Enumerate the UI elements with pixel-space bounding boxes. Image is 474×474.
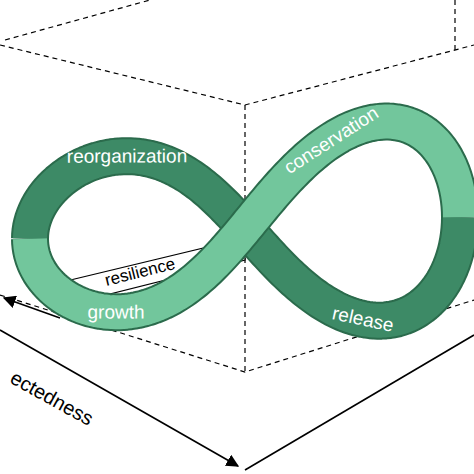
box-edge xyxy=(5,0,150,40)
phase-label: growth xyxy=(87,303,144,322)
ribbon-group xyxy=(30,122,460,321)
box-dashed-edges xyxy=(0,0,474,372)
axis-label: ectedness xyxy=(7,367,96,429)
phase-label: reorganization xyxy=(67,146,187,165)
axis-line xyxy=(245,335,474,470)
axis-line xyxy=(0,330,238,466)
ribbon-front xyxy=(30,122,460,313)
box-edge xyxy=(0,45,474,105)
box-edge xyxy=(454,0,455,50)
ribbon-outline xyxy=(30,122,460,313)
